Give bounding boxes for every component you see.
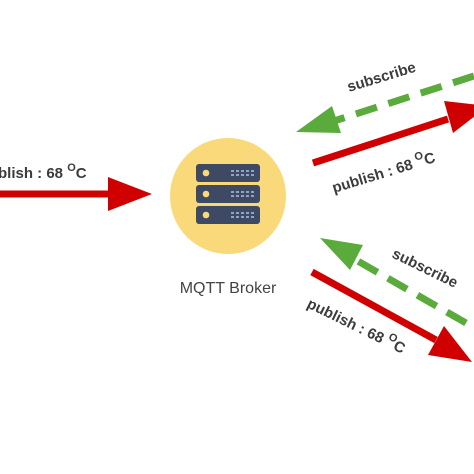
server-rack-icon <box>196 164 260 224</box>
bottom-publish-arrow <box>310 268 472 362</box>
top-subscribe-label: subscribe <box>345 59 418 96</box>
bottom-subscribe-arrow <box>320 238 468 327</box>
left-publish-arrow <box>0 177 152 211</box>
top-subscribe-arrow <box>296 72 474 133</box>
top-publish-arrow <box>311 101 474 167</box>
bottom-publish-label: publish : 68 OC <box>304 293 409 358</box>
left-publish-label: blish : 68 OC <box>0 162 87 182</box>
broker-label: MQTT Broker <box>180 280 277 297</box>
